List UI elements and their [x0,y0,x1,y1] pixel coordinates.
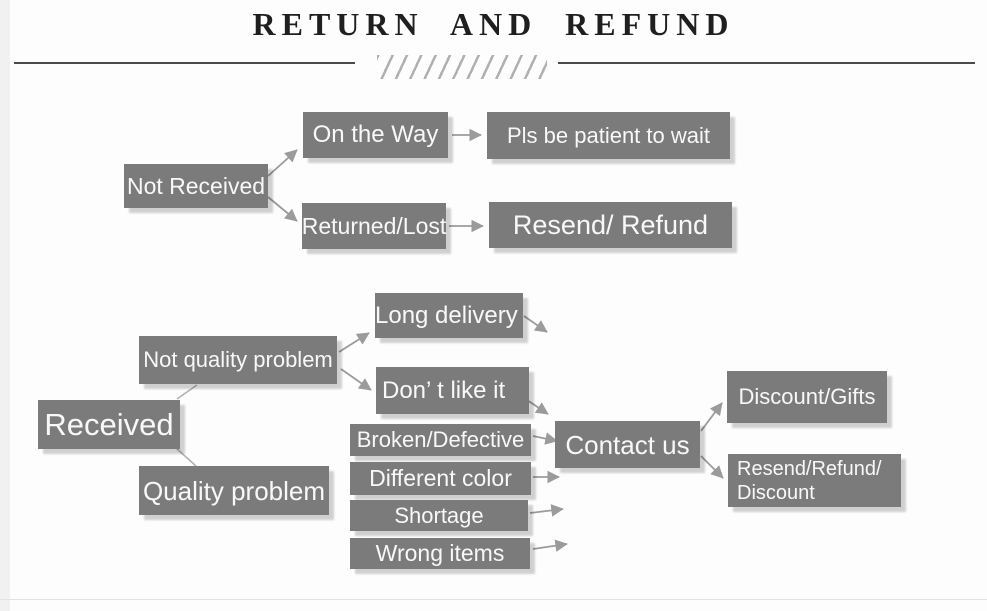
divider-hatch-icon [377,55,547,79]
arrow-shortage-to-contact-us [529,504,564,517]
arrow-wrong-items-to-contact-us [532,539,568,552]
arrow-not-quality-to-long-delivery [338,332,370,353]
node-received: Received [38,400,180,449]
arrow-contact-us-to-discount-gifts [700,402,723,432]
node-long-delivery: Long delivery [375,293,523,338]
node-wrong-items: Wrong items [350,538,530,569]
line-received-to-not-quality-problem [176,384,198,400]
node-contact-us: Contact us [555,421,700,468]
node-not-quality-problem: Not quality problem [139,336,337,384]
node-resend-refund-discount: Resend/Refund/ Discount [728,454,901,507]
divider-line-right [558,62,975,64]
node-not-received: Not Received [124,164,268,208]
arrow-not-received-to-on-the-way [267,149,298,177]
left-edge-shade [0,0,10,611]
arrow-not-received-to-returned-lost [267,196,298,222]
node-broken-defective: Broken/Defective [350,424,531,456]
divider-line-left [14,62,355,64]
line-received-to-quality-problem [175,447,197,467]
arrow-long-delivery-to-contact-us [523,315,548,333]
arrow-not-quality-to-dont-like-it [340,368,372,391]
node-discount-gifts: Discount/Gifts [727,371,887,423]
page-title: RETURN AND REFUND [252,6,735,42]
bottom-edge-line [0,599,987,600]
node-shortage: Shortage [350,500,528,531]
node-on-the-way: On the Way [303,112,448,158]
arrow-broken-defective-to-contact-us [532,432,558,445]
arrow-contact-us-to-resend-refund-discount [700,455,724,479]
node-returned-lost: Returned/Lost [302,203,446,249]
node-dont-like-it: Don’ t like it [376,367,529,414]
node-quality-problem: Quality problem [139,466,329,515]
node-resend-refund: Resend/ Refund [489,202,732,248]
node-pls-be-patient-to-wait: Pls be patient to wait [487,112,730,159]
node-different-color: Different color [350,462,531,495]
